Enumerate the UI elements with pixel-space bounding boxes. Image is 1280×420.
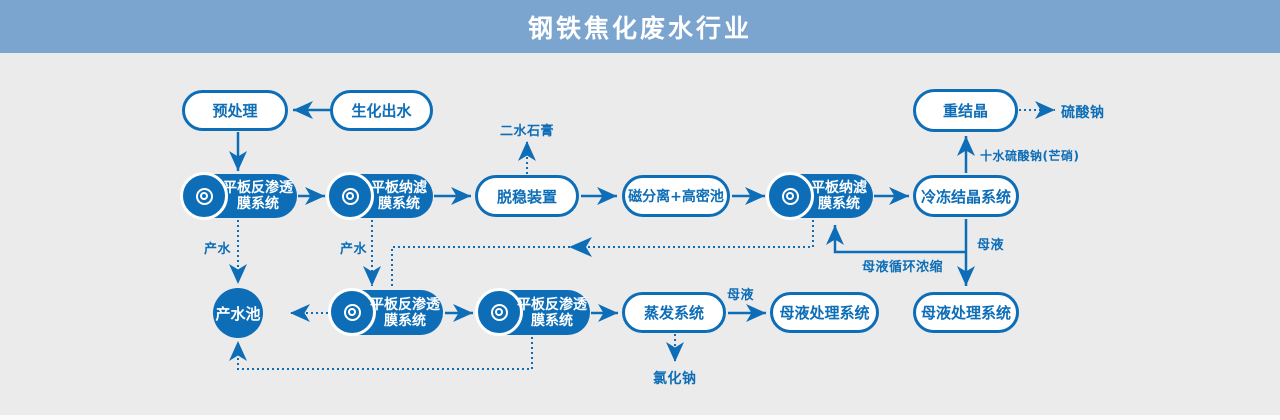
- header-bar: 钢铁焦化废水行业: [0, 0, 1280, 53]
- node-label: 母液处理系统: [920, 304, 1011, 322]
- node-label: 母液处理系统: [779, 304, 870, 322]
- connector-ro3-loop-to-pool-dotted: [229, 337, 533, 370]
- page-title: 钢铁焦化废水行业: [527, 13, 752, 43]
- disc-ring-icon: [343, 303, 361, 321]
- membrane-disc-icon: [328, 288, 376, 336]
- node-label-line1: 平板反渗透: [370, 296, 440, 313]
- node-recrystallization: 重结晶: [913, 89, 1018, 132]
- node-label-line2: 膜系统: [378, 196, 420, 212]
- node-label-line1: 平板反渗透: [223, 180, 293, 196]
- node-pretreatment: 预处理: [182, 90, 288, 131]
- node-label: 生化出水: [351, 102, 412, 120]
- node-label: 产水池: [215, 304, 261, 323]
- node-mother-liquor-treatment-2: 母液处理系统: [913, 292, 1019, 333]
- node-flat-ro-3: 平板反渗透 膜系统: [475, 288, 590, 336]
- node-destabilization: 脱稳装置: [475, 175, 579, 217]
- node-label: 冷冻结晶系统: [920, 187, 1011, 206]
- node-flat-nf-2: 平板纳滤 膜系统: [766, 172, 873, 220]
- membrane-disc-icon: [326, 172, 374, 220]
- label-glauber-salt: 十水硫酸钠(芒硝): [980, 149, 1080, 163]
- node-flat-ro-1: 平板反渗透 膜系统: [180, 172, 297, 220]
- node-mother-liquor-treatment-1: 母液处理系统: [770, 292, 879, 333]
- label-gypsum-dihydrate: 二水石膏: [500, 124, 555, 139]
- arrowhead-return-mid: [569, 237, 592, 257]
- membrane-disc-icon: [766, 172, 814, 220]
- node-label: 蒸发系统: [643, 304, 704, 322]
- node-label-line2: 膜系统: [384, 312, 426, 329]
- label-mother-liquor-down: 母液: [977, 238, 1005, 253]
- node-label: 脱稳装置: [496, 187, 557, 206]
- node-label-line2: 膜系统: [531, 312, 573, 329]
- disc-ring-icon: [341, 187, 359, 205]
- node-product-water-pool: 产水池: [213, 288, 263, 338]
- node-label: 预处理: [212, 102, 258, 120]
- node-magnetic-separation: 磁分离+高密池: [622, 175, 730, 217]
- membrane-disc-icon: [180, 172, 228, 220]
- node-flat-nf-1: 平板纳滤 膜系统: [326, 172, 433, 220]
- node-label: 磁分离+高密池: [628, 189, 724, 205]
- disc-ring-icon: [195, 187, 213, 205]
- node-label-line1: 平板纳滤: [371, 180, 427, 196]
- label-mother-liquor-evap: 母液: [727, 288, 755, 303]
- disc-ring-icon: [490, 303, 508, 321]
- label-product-water-1: 产水: [204, 242, 232, 257]
- node-flat-ro-2: 平板反渗透 膜系统: [328, 288, 443, 336]
- node-label-line1: 平板反渗透: [517, 296, 587, 313]
- disc-ring-icon: [781, 187, 799, 205]
- node-bio-effluent: 生化出水: [330, 90, 433, 131]
- connector-nf2-return-to-ro2-dotted: [391, 220, 814, 288]
- label-product-water-2: 产水: [340, 242, 368, 257]
- node-label: 重结晶: [942, 102, 988, 120]
- footer-strip: [0, 415, 1280, 420]
- node-label-line2: 膜系统: [237, 196, 279, 212]
- connector-mother-liquor-recycle: [826, 225, 966, 254]
- node-freeze-crystallization: 冷冻结晶系统: [913, 175, 1019, 217]
- membrane-disc-icon: [475, 288, 523, 336]
- label-mother-liquor-recycle: 母液循环浓缩: [862, 260, 944, 275]
- node-label-line1: 平板纳滤: [811, 180, 867, 196]
- label-sodium-sulfate: 硫酸钠: [1061, 105, 1105, 121]
- node-evaporation: 蒸发系统: [622, 292, 726, 333]
- label-sodium-chloride: 氯化钠: [653, 371, 697, 387]
- node-label-line2: 膜系统: [818, 196, 860, 212]
